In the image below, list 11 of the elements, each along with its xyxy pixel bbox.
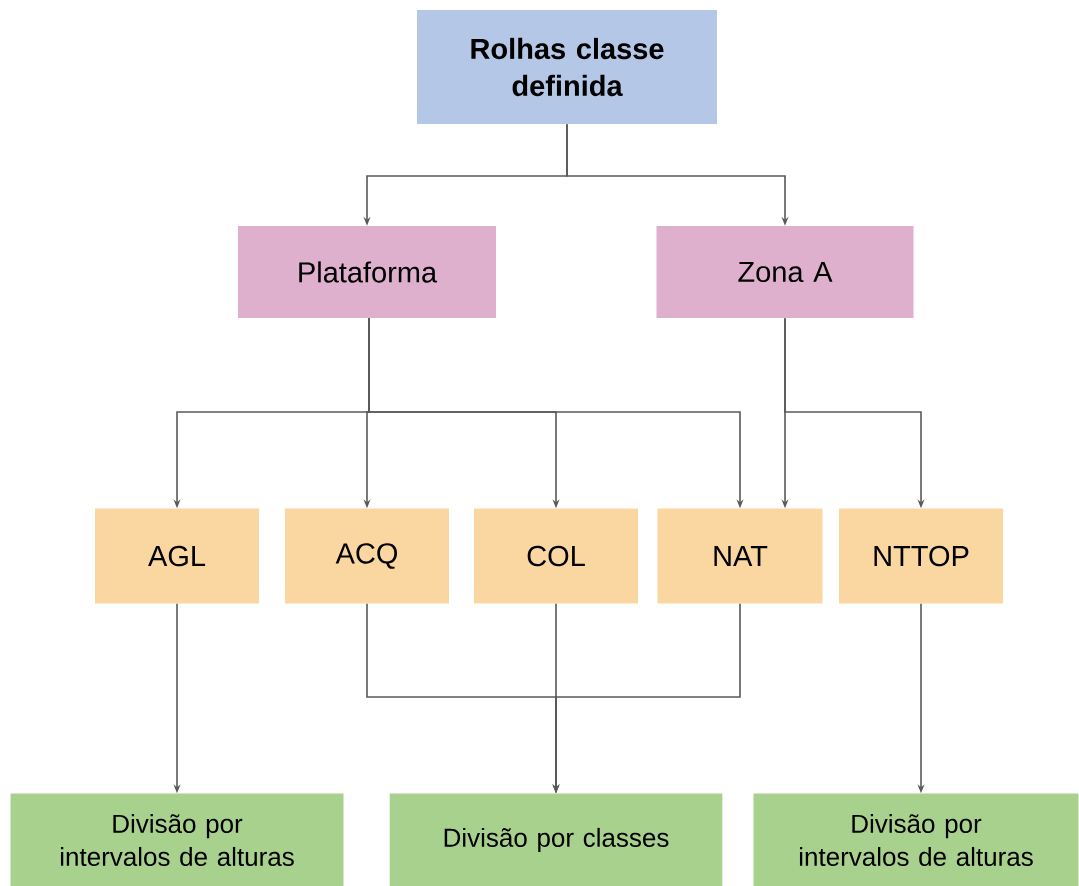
result-box: Divisão por intervalos de alturas xyxy=(753,793,1079,886)
class-box: AGL xyxy=(95,508,259,604)
class-box: COL xyxy=(474,508,638,604)
class-box: NTTOP xyxy=(839,508,1003,604)
category-box: Plataforma xyxy=(238,226,496,318)
result-box: Divisão por classes xyxy=(389,793,723,886)
class-box: ACQ xyxy=(285,508,449,604)
result-box: Divisão por intervalos de alturas xyxy=(10,793,344,886)
title-box: Rolhas classe definida xyxy=(417,10,717,124)
class-box: NAT xyxy=(657,508,823,604)
category-box: Zona A xyxy=(656,226,914,318)
